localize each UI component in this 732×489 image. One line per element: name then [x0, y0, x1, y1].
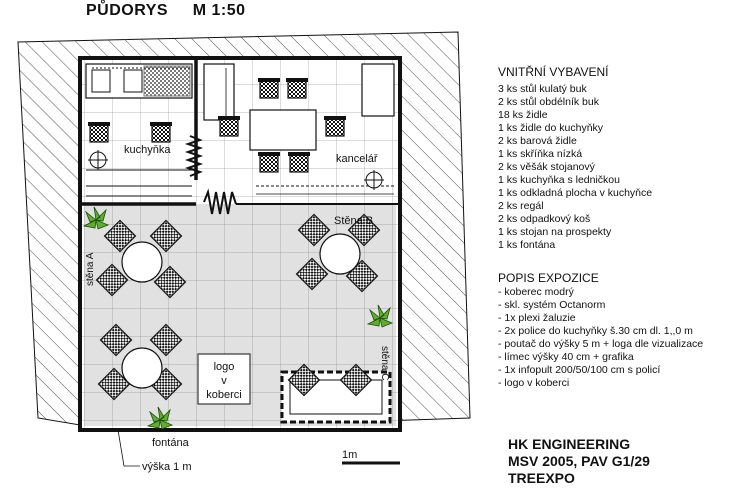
- logo-carpet: [197, 353, 251, 405]
- label-office: kancelář: [336, 153, 378, 165]
- label-fountain: fontána: [152, 437, 190, 449]
- drawing-title: PŮDORYS M 1:50: [86, 2, 246, 19]
- label-height: výška 1 m: [142, 461, 192, 473]
- label-kitchen: kuchyňka: [124, 144, 171, 156]
- exposition-heading: POPIS EXPOZICE: [498, 271, 599, 285]
- list-item: 2 ks stůl obdélník buk: [498, 96, 599, 108]
- list-item: 2 ks odpadkový koš: [498, 213, 591, 225]
- equipment-heading: VNITŘNÍ VYBAVENÍ: [498, 65, 609, 79]
- list-item: 2 ks regál: [498, 200, 544, 212]
- scale-label: 1m: [342, 449, 357, 461]
- list-item: 1 ks židle do kuchyňky: [498, 122, 604, 134]
- stand-outline: [78, 56, 402, 432]
- list-item: 2 ks věšák stojanový: [498, 161, 595, 173]
- list-item: 1 ks stojan na prospekty: [498, 226, 612, 238]
- round-table-3: [97, 323, 183, 401]
- company-name: HK ENGINEERING: [508, 436, 631, 452]
- coat-stand-kitchen: [88, 150, 108, 170]
- company-block: HK ENGINEERING MSV 2005, PAV G1/29 TREEX…: [508, 436, 650, 487]
- list-item: 1 ks kuchyňka s ledničkou: [498, 174, 620, 186]
- list-item: 18 ks židle: [498, 109, 548, 121]
- coat-stand-office: [364, 170, 384, 190]
- list-item: 1 ks fontána: [498, 239, 556, 251]
- label-wall-b: Stěna B: [334, 215, 373, 227]
- list-item: 1 ks skříňka nízká: [498, 148, 583, 160]
- event-info: MSV 2005, PAV G1/29: [508, 453, 650, 469]
- exhibitor-name: TREEXPO: [508, 470, 575, 486]
- list-item: - límec výšky 40 cm + grafika: [498, 351, 634, 363]
- list-item: - koberec modrý: [498, 286, 574, 298]
- list-item: - 1x plexi žaluzie: [498, 312, 576, 324]
- list-item: - 2x police do kuchyňky š.30 cm dl. 1,,0…: [498, 325, 693, 337]
- round-table-1: [95, 219, 187, 299]
- exposition-list: POPIS EXPOZICE - koberec modrý - skl. sy…: [498, 272, 703, 390]
- list-item: 2 ks barová židle: [498, 135, 577, 147]
- list-item: - poutač do výšky 5 m + loga dle vizuali…: [498, 338, 704, 350]
- label-wall-a: stěna A: [85, 252, 96, 286]
- list-item: - logo v koberci: [498, 377, 570, 389]
- label-logo-3: koberci: [206, 389, 241, 401]
- list-item: - 1x infopult 200/50/100 cm s policí: [498, 364, 661, 376]
- office-table: [249, 109, 317, 151]
- list-item: 1 ks odkladná plocha v kuchyňce: [498, 187, 653, 199]
- label-logo-2: v: [221, 375, 227, 387]
- floor-plan: kuchyňka kancelář Stěna B stěna A stěna …: [17, 31, 471, 473]
- list-item: - skl. systém Octanorm: [498, 299, 606, 311]
- label-wall-c: stěna C: [379, 346, 390, 380]
- round-table-2: [295, 213, 381, 293]
- label-logo-1: logo: [214, 361, 235, 373]
- equipment-list: VNITŘNÍ VYBAVENÍ 3 ks stůl kulatý buk 2 …: [498, 66, 652, 252]
- list-item: 3 ks stůl kulatý buk: [498, 83, 587, 95]
